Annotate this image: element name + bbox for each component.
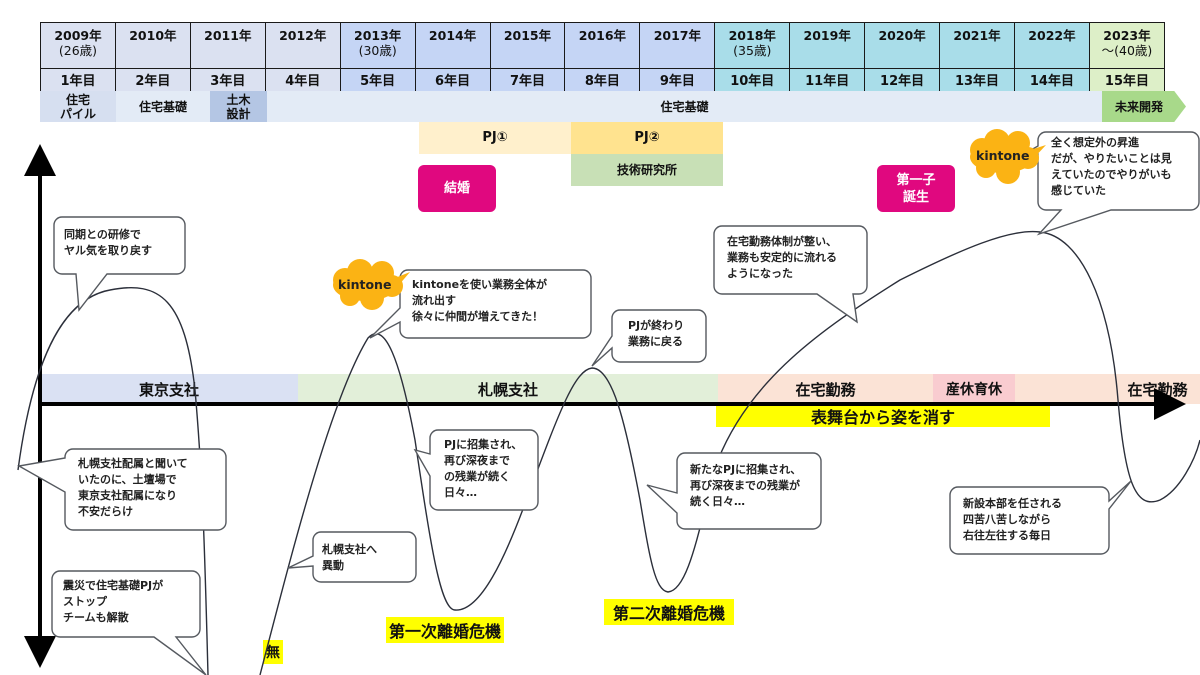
age-label: (26歳) [58,43,98,58]
year-cell: 2022年 [1013,22,1090,69]
year-cell: 2021年 [939,22,1015,69]
year-label: 2010年 [129,28,177,43]
work-band-civil-design: 土木 設計 [210,91,267,122]
work-band-foundation-2: 住宅基礎 [267,91,1102,122]
year-cell: 2010年 [114,22,191,69]
highlight-second-divorce-crisis: 第二次離婚危機 [604,599,734,625]
year-label: 2015年 [503,28,552,43]
year-count-cell: 11年目 [789,68,866,95]
year-cell: 2013年(30歳) [339,22,416,69]
year-count-cell: 4年目 [264,68,341,95]
event-first-child: 第一子 誕生 [877,165,955,212]
life-curve [17,230,1200,675]
year-count-cell: 15年目 [1088,68,1166,95]
year-label: 2020年 [878,28,926,43]
year-label: 2021年 [953,28,1001,43]
year-count-cell: 5年目 [339,68,416,95]
work-band-foundation-1: 住宅基礎 [116,91,210,122]
year-count-cell: 10年目 [714,68,791,95]
year-label: 2016年 [578,28,627,43]
callout-remote-stable: 在宅勤務体制が整い、 業務も安定的に流れる ようになった [727,235,837,280]
location-remote-gap [1015,374,1115,404]
kintone-cloud-icon [333,259,410,310]
location-sapporo: 札幌支社 [298,374,718,404]
callout-tokyo-assignment: 札幌支社配属と聞いて いたのに、土壇場で 東京支社配属になり 不安だらけ [78,457,188,518]
year-label: 2019年 [803,28,851,43]
year-count-cell: 1年目 [40,68,116,95]
year-label: 2011年 [204,28,252,43]
kintone-cloud-icon-2 [970,129,1046,184]
callout-training: 同期との研修で ヤル気を取り戻す [64,228,152,257]
year-cell: 2023年〜(40歳) [1088,22,1166,69]
year-cell: 2018年(35歳) [714,22,791,69]
year-count-cell: 14年目 [1013,68,1090,95]
location-leave: 産休育休 [933,374,1015,404]
callout-earthquake: 震災で住宅基礎PJが ストップ チームも解散 [63,579,164,624]
location-tokyo: 東京支社 [40,374,298,404]
work-band-future-dev: 未来開発 [1102,91,1186,122]
year-label: 2012年 [279,28,327,43]
year-label: 2013年 [354,28,402,43]
work-band-pile: 住宅 パイル [40,91,116,122]
year-count-cell: 12年目 [864,68,941,95]
callout-shapes [16,131,1200,675]
year-count-cell: 8年目 [564,68,641,95]
kintone-label-2: kintone [976,148,1030,163]
year-cell: 2011年 [189,22,266,69]
year-cell: 2009年(26歳) [40,22,116,69]
highlight-disappear: 表舞台から姿を消す [716,405,1050,427]
year-label: 2018年 [728,28,776,43]
age-label: 〜(40歳) [1101,43,1153,58]
year-cell: 2017年 [639,22,716,69]
kintone-label: kintone [338,277,392,292]
year-header-table: 2009年(26歳) 2010年 2011年 2012年 2013年(30歳) 2014年… [40,22,1166,95]
year-cell: 2014年 [414,22,491,69]
callout-new-division: 新設本部を任される 四苦八苦しながら 右往左往する毎日 [963,497,1062,542]
age-label: (35歳) [733,43,772,58]
callout-new-pj: 新たなPJに招集され、 再び深夜までの残業が 続く日々… [690,463,802,508]
year-count-cell: 3年目 [189,68,266,95]
callout-pj-overtime: PJに招集され、 再び深夜まで の残業が続く 日々… [444,438,523,499]
callout-kintone-flow: kintoneを使い業務全体が 流れ出す 徐々に仲間が増えてきた！ [412,278,548,323]
year-count-cell: 9年目 [639,68,716,95]
year-cell: 2019年 [789,22,866,69]
age-label: (30歳) [358,43,397,58]
year-label: 2023年 [1103,28,1151,43]
project-pj1: PJ① [419,122,571,154]
year-cell: 2020年 [864,22,941,69]
callout-pj-end: PJが終わり 業務に戻る [628,319,685,348]
year-label: 2022年 [1028,28,1076,43]
project-pj2: PJ② [571,122,723,154]
event-marriage: 結婚 [418,165,496,212]
callout-transfer-sapporo: 札幌支社へ 異動 [322,543,377,572]
year-label: 2009年 [54,28,102,43]
project-tech-lab: 技術研究所 [571,154,723,186]
year-label: 2017年 [653,28,701,43]
year-cell: 2015年 [489,22,566,69]
highlight-first-divorce-crisis: 第一次離婚危機 [386,617,504,643]
year-cell: 2012年 [264,22,341,69]
callout-promotion: 全く想定外の昇進 だが、やりたいことは見 えていたのでやりがいも 感じていた [1051,136,1172,197]
year-label: 2014年 [428,28,477,43]
